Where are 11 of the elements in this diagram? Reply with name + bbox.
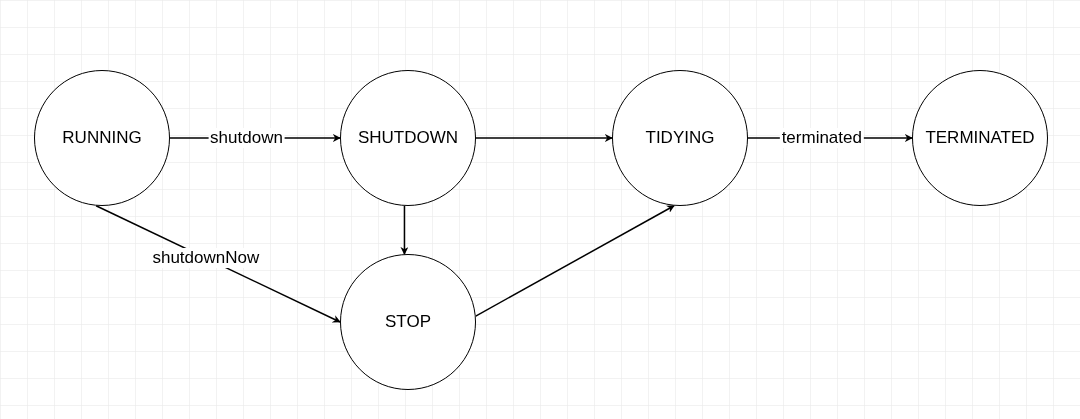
state-label: TERMINATED — [925, 127, 1035, 150]
arrow — [475, 205, 675, 317]
state-label: STOP — [385, 311, 431, 334]
arrow — [400, 205, 409, 255]
state-label: SHUTDOWN — [357, 127, 459, 150]
edge-label: shutdownNow — [150, 248, 262, 269]
edge-label: terminated — [779, 128, 864, 148]
state-label: RUNNING — [62, 127, 142, 150]
arrow — [475, 134, 613, 142]
edge-label: shutdown — [208, 128, 285, 148]
state-label: TIDYING — [645, 127, 715, 150]
